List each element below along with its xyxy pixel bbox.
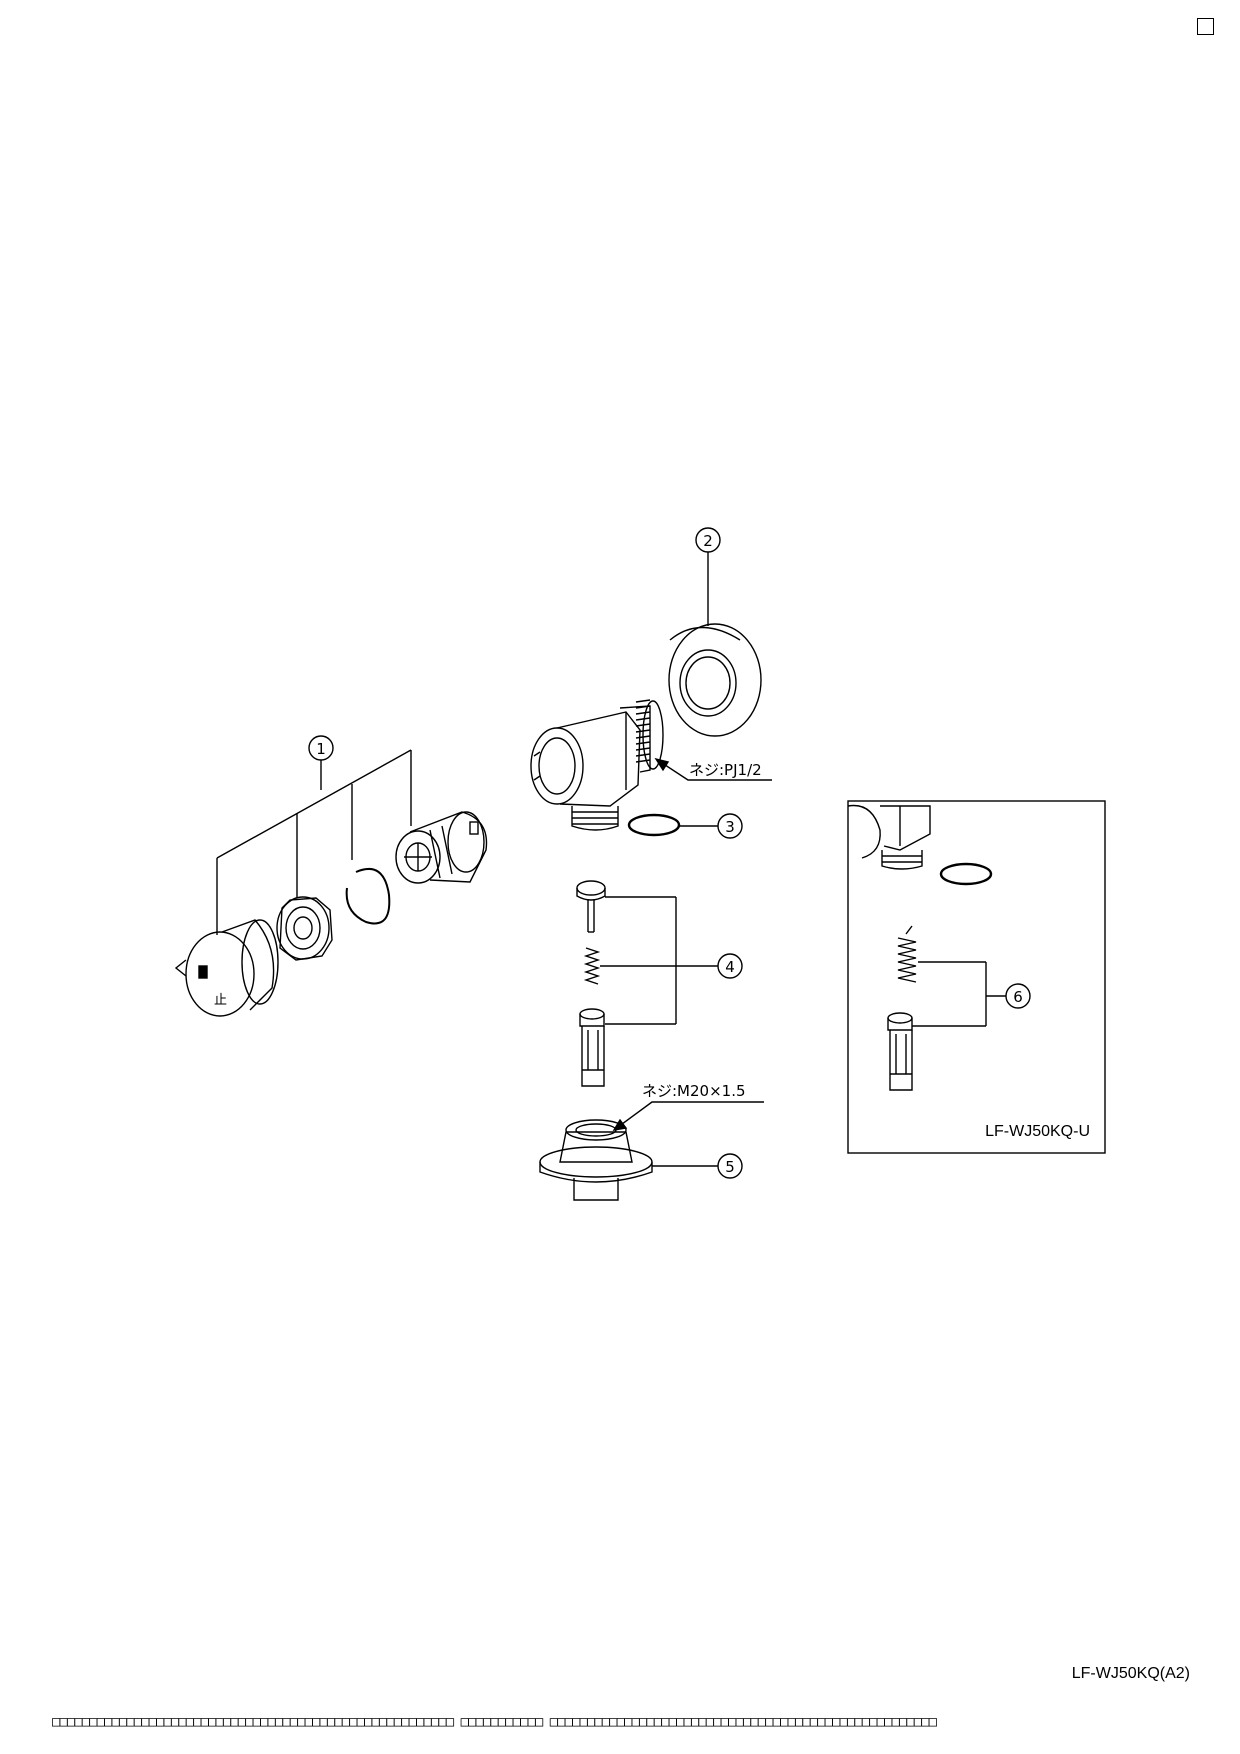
knob-handle: 止 — [174, 919, 279, 1017]
svg-text:3: 3 — [725, 818, 735, 836]
svg-text:5: 5 — [725, 1158, 735, 1176]
cap-nut — [276, 896, 333, 961]
svg-text:6: 6 — [1013, 988, 1023, 1006]
elbow-body — [530, 699, 664, 831]
callout-1: 1 — [308, 735, 334, 761]
thread-label-upper: ネジ:PJ1/2 — [689, 761, 762, 779]
knob-mark: 止 — [214, 993, 227, 1008]
leader-lines-1 — [216, 749, 412, 935]
thread-leader-lower: ネジ:M20×1.5 — [612, 1082, 764, 1131]
inset-check-valve — [887, 1012, 913, 1091]
inset-elbow — [847, 804, 931, 870]
inset-spring — [897, 925, 917, 983]
thread-label-lower: ネジ:M20×1.5 — [642, 1082, 746, 1100]
inset-box: 6 — [847, 800, 1106, 1154]
svg-text:1: 1 — [316, 740, 326, 758]
inset-model-label: LF-WJ50KQ-U — [985, 1123, 1090, 1140]
o-ring: 3 — [627, 813, 743, 839]
footer-text: □□□□□□□□□□□□□□□□□□□□□□□□□□□□□□□□□□□□□□□□… — [52, 1714, 937, 1730]
valve-cartridge — [395, 811, 488, 884]
svg-text:2: 2 — [703, 532, 713, 550]
model-code: LF-WJ50KQ(A2) — [1071, 1665, 1190, 1682]
corner-checkbox — [1197, 18, 1214, 35]
callout-2: 2 — [695, 527, 721, 626]
base-fitting: 5 — [539, 1119, 743, 1201]
snap-ring — [345, 867, 391, 925]
thread-leader-upper: ネジ:PJ1/2 — [654, 757, 772, 781]
callout-6-leaders: 6 — [912, 961, 1031, 1027]
inset-o-ring — [939, 862, 993, 886]
svg-text:4: 4 — [725, 958, 735, 976]
valve-pin — [576, 880, 606, 933]
small-spring — [583, 947, 601, 985]
wall-flange — [668, 623, 762, 737]
check-valve — [579, 1008, 605, 1087]
callout-4-leaders: 4 — [600, 896, 743, 1025]
